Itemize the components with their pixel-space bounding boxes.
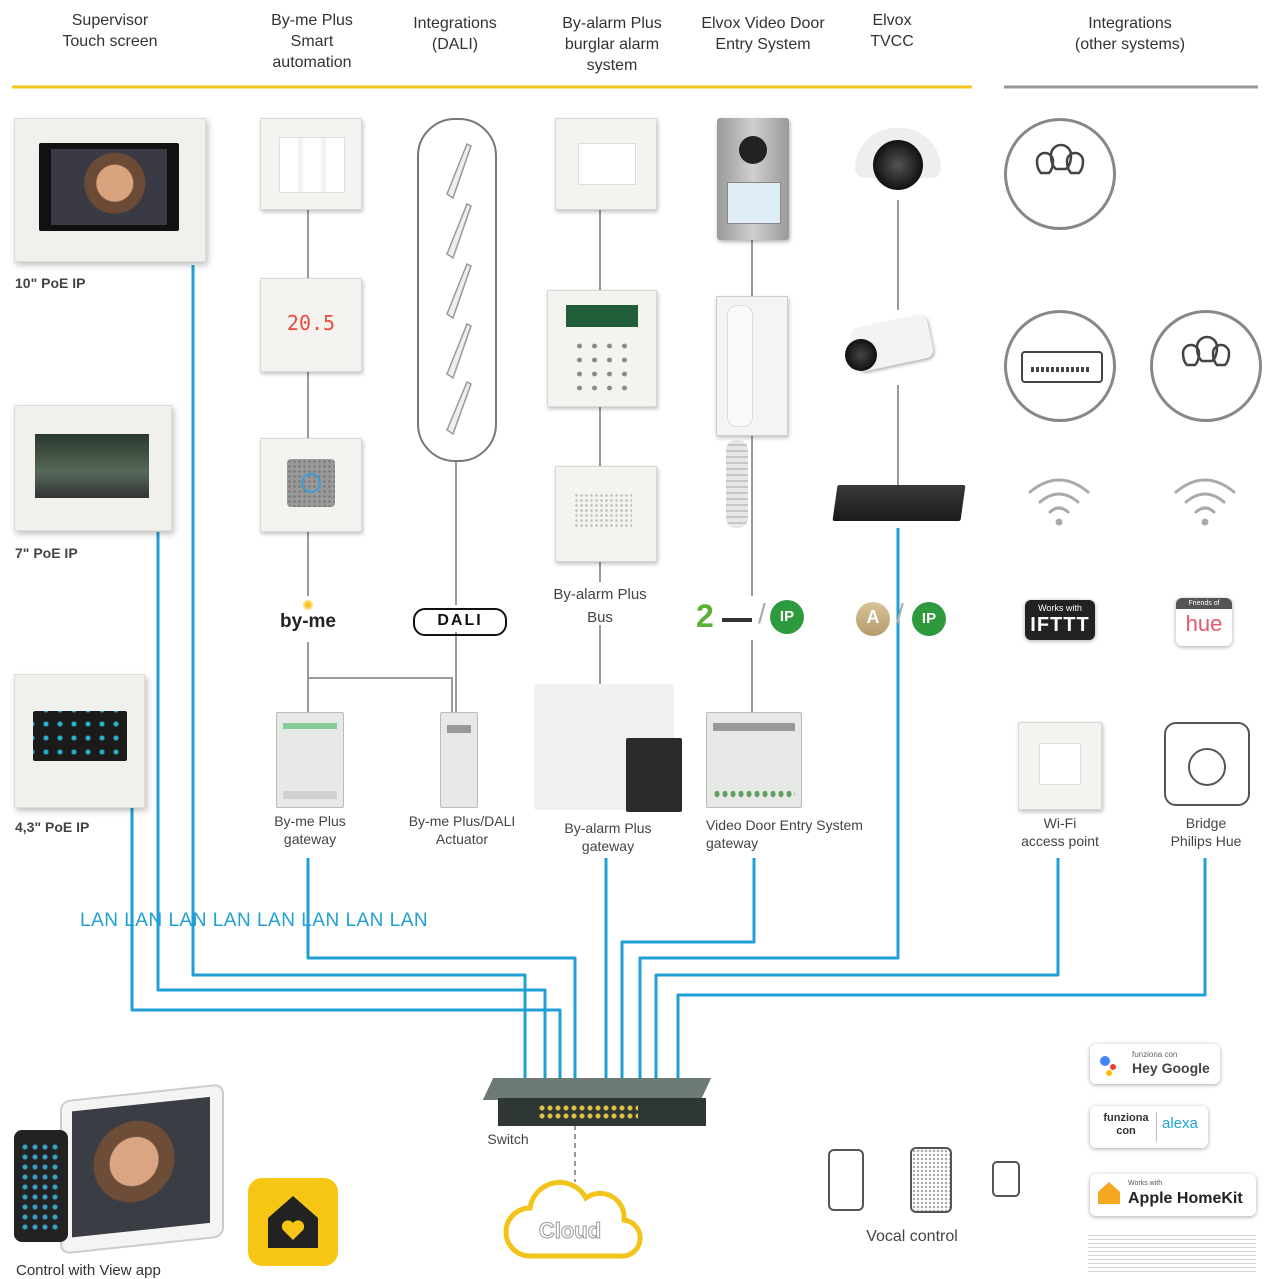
ifttt-logo: Works with IFTTT [1025, 600, 1095, 640]
home-heart-icon [268, 1196, 318, 1248]
cloud-label: Cloud [538, 1218, 602, 1244]
label-switch: Switch [487, 1131, 529, 1147]
cloud-icon [503, 1179, 643, 1259]
header-byme-plus: By-me Plus Smart automation [271, 12, 353, 71]
tablet-device [60, 1083, 224, 1255]
hue-logo: Friends of hue [1176, 598, 1232, 646]
byalarm-sensor-plate [555, 118, 657, 210]
label-byme-gateway: By-me Plus gateway [274, 813, 346, 847]
view-app-icon[interactable] [248, 1178, 338, 1266]
dome-camera [855, 118, 941, 200]
homekit-icon [1098, 1182, 1120, 1204]
byme-gateway-module [276, 712, 344, 808]
label-wifi-ap: Wi-Fi access point [1021, 815, 1099, 849]
hey-google-badge: funziona con Hey Google [1090, 1044, 1220, 1084]
byalarm-keypad [547, 290, 657, 407]
label-video-gateway: Video Door Entry System gateway [706, 817, 863, 851]
lan-labels: LAN LAN LAN LAN LAN LAN LAN LAN [80, 910, 429, 931]
byalarm-gateway-box [534, 684, 682, 812]
door-panel [717, 118, 789, 240]
wifi-access-point [1018, 722, 1102, 810]
label-43-poe: 4,3" PoE IP [15, 819, 90, 835]
smartwatch-icon [992, 1161, 1020, 1197]
ip-logo-tvcc: IP [912, 602, 946, 636]
touchscreen-10 [14, 118, 206, 262]
label-dali-actuator: By-me Plus/DALI Actuator [408, 813, 516, 847]
dali-lamps-icon [446, 142, 472, 436]
hue-bulbs-circle [1150, 310, 1262, 422]
two-wire-logo: 2 [696, 598, 714, 634]
door-intercom-handset [716, 296, 788, 436]
byme-logo: ✺ by-me [280, 597, 336, 632]
touchscreen-43 [14, 674, 145, 808]
byalarm-siren [555, 466, 657, 562]
smartphone-icon [828, 1149, 864, 1211]
alexa-badge: funziona con alexa [1090, 1106, 1208, 1148]
air-conditioner-circle [1004, 310, 1116, 422]
air-conditioner-icon [1021, 351, 1103, 383]
header-elvox-tvcc: Elvox TVCC [870, 12, 914, 50]
touchscreen-7 [14, 405, 172, 531]
bullet-camera [845, 305, 951, 385]
thermostat-display: 20.5 [286, 311, 336, 335]
header-elvox-door: Elvox Video Door Entry System [701, 15, 825, 53]
header-dali: Integrations (DALI) [413, 15, 497, 53]
header-other-integrations: Integrations (other systems) [1074, 15, 1186, 53]
smart-bulbs-circle [1004, 118, 1116, 230]
label-10-poe: 10" PoE IP [15, 275, 86, 291]
label-byalarm-bus: By-alarm Plus Bus [553, 586, 647, 626]
label-view-app: Control with View app [16, 1262, 161, 1279]
byme-touch-module [260, 438, 362, 532]
door-system-logos: 2 / IP [696, 598, 806, 638]
smartphone-device [14, 1130, 68, 1242]
apple-homekit-badge: Works with Apple HomeKit [1090, 1174, 1256, 1216]
light-bulbs-icon [1035, 143, 1085, 175]
label-7-poe: 7" PoE IP [15, 545, 78, 561]
byme-thermostat: 20.5 [260, 278, 362, 372]
dali-lamps-group [417, 118, 497, 462]
hue-bridge [1164, 722, 1250, 806]
byme-control-plate [260, 118, 362, 210]
header-supervisor: Supervisor Touch screen [62, 12, 158, 50]
label-hue-bridge: Bridge Philips Hue [1170, 815, 1242, 849]
network-switch [482, 1078, 712, 1126]
label-vocal-control: Vocal control [866, 1228, 958, 1245]
nvr-recorder [832, 485, 966, 521]
label-byalarm-gateway: By-alarm Plus gateway [564, 820, 652, 854]
ip-logo-door: IP [770, 600, 804, 634]
dali-logo: DALI [413, 608, 507, 636]
vocal-devices [808, 1145, 1038, 1215]
wifi-icon [1174, 478, 1236, 526]
tvcc-logos: A / IP [856, 598, 950, 640]
video-gateway-module [706, 712, 802, 808]
smart-speaker-icon [910, 1147, 952, 1213]
ahd-logo: A [856, 602, 890, 636]
header-byalarm: By-alarm Plus burglar alarm system [562, 15, 662, 74]
light-bulbs-icon [1181, 335, 1231, 367]
handset-cord [726, 440, 748, 528]
wifi-icon [1028, 478, 1090, 526]
dali-actuator-module [440, 712, 478, 808]
legal-fine-print [1088, 1232, 1256, 1272]
